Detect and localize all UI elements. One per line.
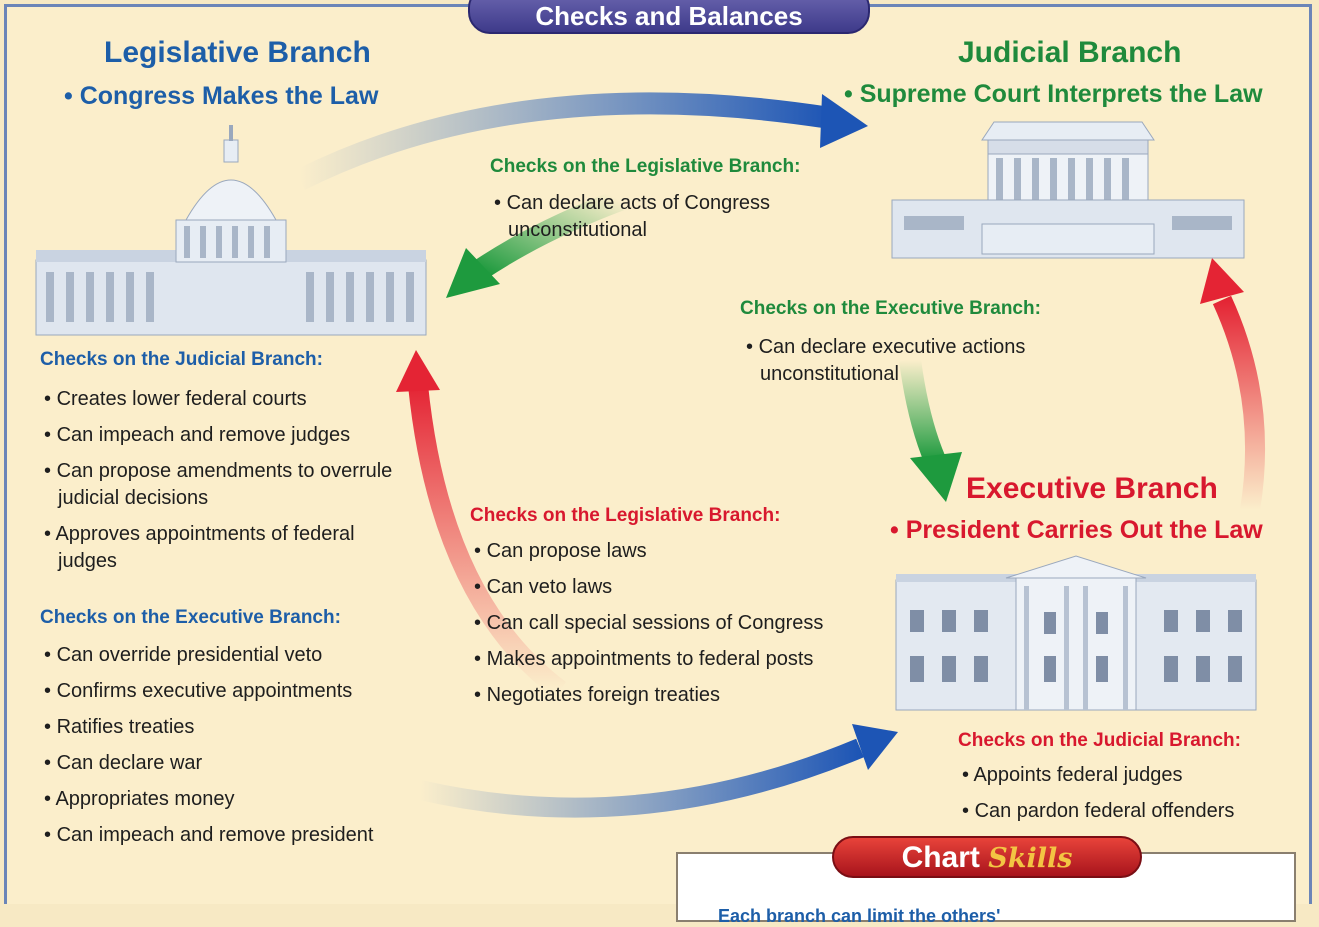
list-item: Can propose amendments to overrule judic… xyxy=(38,458,418,512)
list-item: Confirms executive appointments xyxy=(38,678,458,705)
list-item: Can declare executive actions unconstitu… xyxy=(740,334,1080,388)
supreme-court-icon xyxy=(891,121,1245,259)
list-item: Can propose laws xyxy=(468,538,888,565)
arrow-executive-to-judicial xyxy=(1200,258,1266,512)
judicial-executive-checks-heading: Checks on the Executive Branch: xyxy=(740,298,1041,319)
judicial-legislative-checks-heading: Checks on the Legislative Branch: xyxy=(490,156,801,177)
legislative-executive-checks-list: Can override presidential veto Confirms … xyxy=(38,642,458,858)
arrow-legislative-to-executive xyxy=(417,724,898,818)
list-item: Can declare acts of Congress unconstitut… xyxy=(488,190,828,244)
legislative-executive-checks-heading: Checks on the Executive Branch: xyxy=(40,607,341,628)
chart-skills-label-main: Chart xyxy=(901,841,980,874)
list-item: Creates lower federal courts xyxy=(38,386,418,413)
list-item: Can call special sessions of Congress xyxy=(468,610,888,637)
executive-judicial-checks-list: Appoints federal judges Can pardon feder… xyxy=(956,762,1296,834)
list-item: Negotiates foreign treaties xyxy=(468,682,888,709)
chart-skills-tab: Chart Skills xyxy=(832,836,1142,878)
list-item: Ratifies treaties xyxy=(38,714,458,741)
list-item: Can impeach and remove president xyxy=(38,822,458,849)
judicial-title: Judicial Branch xyxy=(958,36,1182,69)
executive-subtitle: • President Carries Out the Law xyxy=(890,516,1263,544)
arrow-legislative-to-judicial xyxy=(295,92,868,190)
executive-judicial-checks-heading: Checks on the Judicial Branch: xyxy=(958,730,1241,751)
judicial-subtitle: • Supreme Court Interprets the Law xyxy=(844,80,1263,108)
judicial-legislative-checks-list: Can declare acts of Congress unconstitut… xyxy=(488,190,828,253)
list-item: Appropriates money xyxy=(38,786,458,813)
legislative-subtitle: • Congress Makes the Law xyxy=(64,82,379,110)
list-item: Can veto laws xyxy=(468,574,888,601)
chart-skills-text: Each branch can limit the others' xyxy=(718,906,1001,926)
executive-title: Executive Branch xyxy=(966,472,1218,505)
list-item: Appoints federal judges xyxy=(956,762,1296,789)
list-item: Makes appointments to federal posts xyxy=(468,646,888,673)
executive-legislative-checks-list: Can propose laws Can veto laws Can call … xyxy=(468,538,888,718)
list-item: Can declare war xyxy=(38,750,458,777)
chart-skills-label-accent: Skills xyxy=(988,843,1073,874)
legislative-judicial-checks-list: Creates lower federal courts Can impeach… xyxy=(38,386,418,584)
capitol-building-icon xyxy=(35,125,427,336)
list-item: Can impeach and remove judges xyxy=(38,422,418,449)
legislative-title: Legislative Branch xyxy=(104,36,371,69)
judicial-executive-checks-list: Can declare executive actions unconstitu… xyxy=(740,334,1080,397)
legislative-judicial-checks-heading: Checks on the Judicial Branch: xyxy=(40,349,323,370)
list-item: Can pardon federal offenders xyxy=(956,798,1296,825)
diagram-title: Checks and Balances xyxy=(468,0,870,34)
list-item: Can override presidential veto xyxy=(38,642,458,669)
list-item: Approves appointments of federal judges xyxy=(38,521,418,575)
executive-legislative-checks-heading: Checks on the Legislative Branch: xyxy=(470,505,781,526)
white-house-icon xyxy=(895,555,1257,711)
